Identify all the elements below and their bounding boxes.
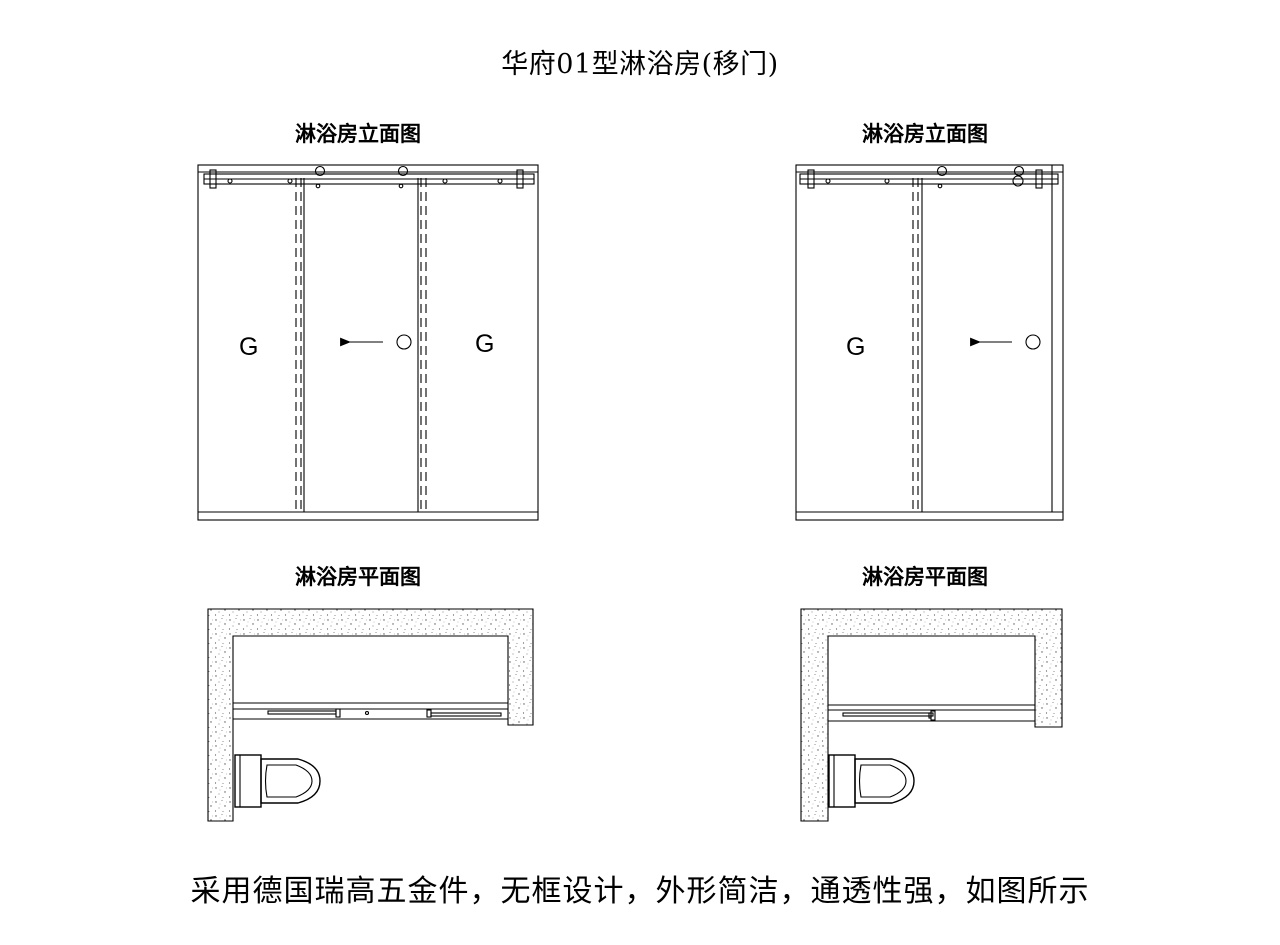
left-plan-heading: 淋浴房平面图 (295, 565, 421, 589)
door-handle-icon (396, 334, 412, 350)
right-elevation-drawing: G (795, 164, 1064, 521)
right-plan-drawing (800, 608, 1063, 822)
right-plan-heading: 淋浴房平面图 (862, 565, 988, 589)
right-elevation-heading: 淋浴房立面图 (862, 122, 988, 146)
glass-label-left: G (239, 333, 258, 361)
page-title: 华府01型淋浴房(移门) (501, 49, 779, 80)
description-caption: 采用德国瑞高五金件，无框设计，外形简洁，通透性强，如图所示 (190, 874, 1090, 909)
left-plan-drawing (207, 608, 534, 822)
glass-label-right: G (475, 330, 494, 358)
left-elevation-drawing: G G (197, 164, 539, 521)
left-elevation-heading: 淋浴房立面图 (295, 122, 421, 146)
toilet-icon (234, 754, 321, 808)
glass-label-left: G (846, 333, 865, 361)
door-handle-icon (1025, 334, 1041, 350)
toilet-icon (828, 754, 915, 808)
